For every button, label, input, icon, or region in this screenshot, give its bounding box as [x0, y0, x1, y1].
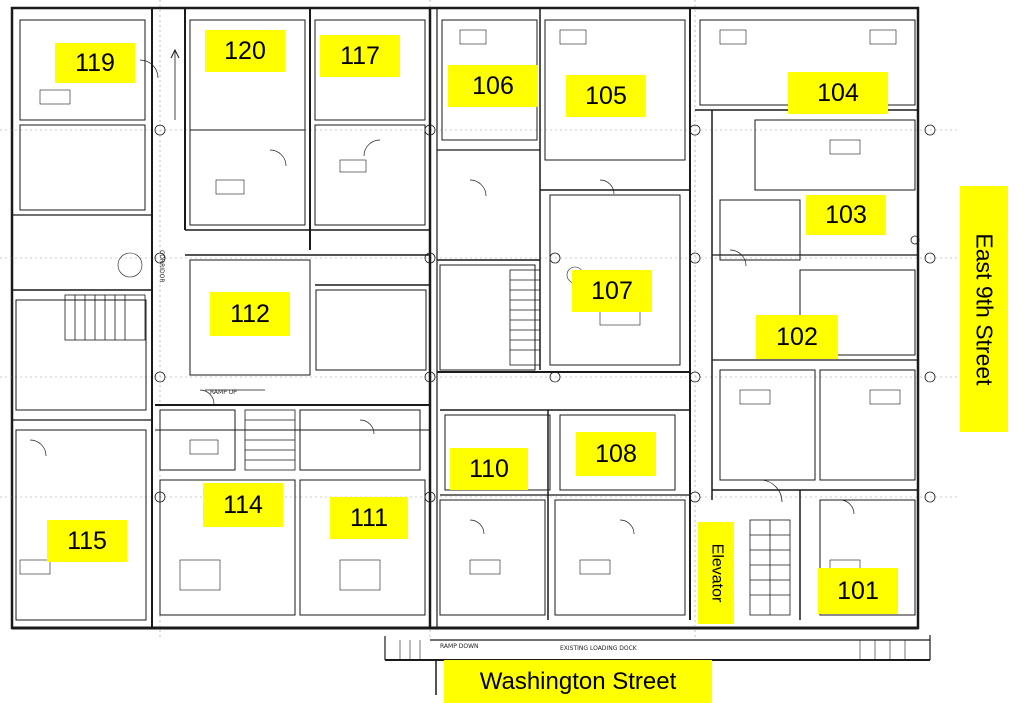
loading-dock-note: EXISTING LOADING DOCK — [560, 645, 638, 652]
elevator-label-text: Elevator — [708, 543, 726, 603]
street-label-east-9th-text: East 9th Street — [971, 232, 998, 386]
unit-label-119: 119 — [55, 43, 135, 83]
street-label-east-9th: East 9th Street — [960, 186, 1008, 432]
street-label-washington: Washington Street — [444, 660, 712, 703]
ramp-down-note: RAMP DOWN — [440, 643, 479, 650]
unit-label-111: 111 — [330, 497, 408, 539]
unit-label-117: 117 — [320, 35, 400, 77]
unit-label-110: 110 — [450, 448, 528, 490]
unit-label-112: 112 — [210, 292, 290, 336]
unit-label-106: 106 — [448, 65, 538, 107]
unit-label-107: 107 — [572, 270, 652, 312]
unit-label-108: 108 — [576, 432, 656, 476]
unit-label-102: 102 — [756, 315, 838, 359]
unit-label-101: 101 — [818, 568, 898, 614]
ramp-up-note: RAMP UP — [210, 389, 237, 396]
elevator-label: Elevator — [698, 522, 734, 624]
unit-label-103: 103 — [806, 195, 886, 235]
unit-label-105: 105 — [566, 75, 646, 117]
unit-label-104: 104 — [788, 72, 888, 114]
unit-label-114: 114 — [203, 483, 283, 527]
corridor-note: CORRIDOR — [158, 250, 165, 283]
unit-label-120: 120 — [205, 30, 285, 72]
unit-label-115: 115 — [47, 520, 127, 562]
